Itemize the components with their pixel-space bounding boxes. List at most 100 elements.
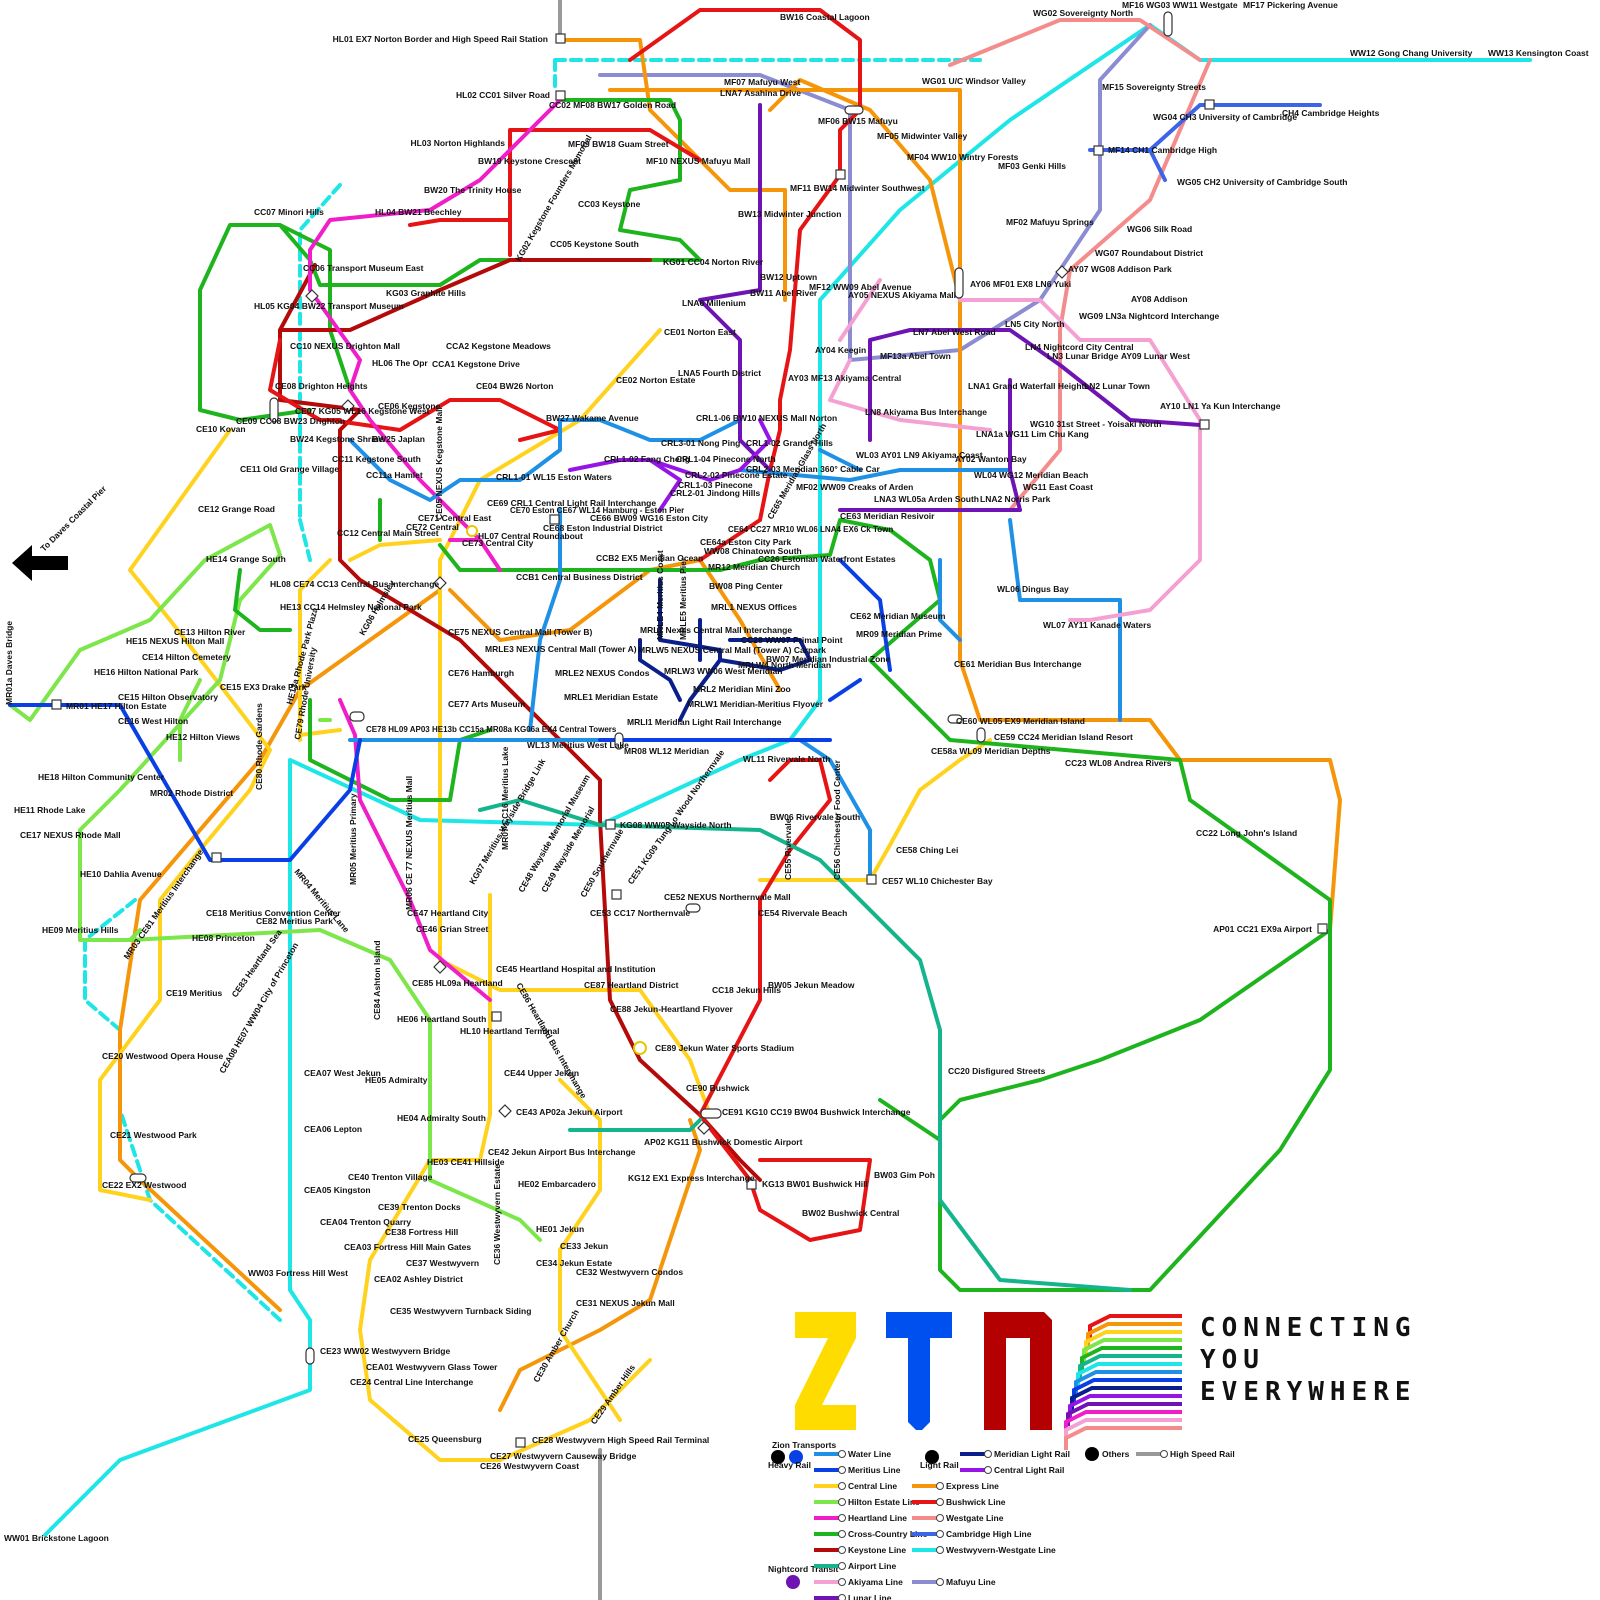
station-ce86[interactable]: CE86 Heartland Bus Interchange	[514, 981, 589, 1100]
station-ce16[interactable]: CE16 West Hilton	[118, 716, 188, 726]
station-ay10[interactable]: AY10 LN1 Ya Kun Interchange	[1160, 401, 1281, 411]
station-ce91[interactable]: CE91 KG10 CC19 BW04 Bushwick Interchange	[722, 1107, 911, 1117]
station-ce27[interactable]: CE27 Westwyvern Causeway Bridge	[490, 1451, 637, 1461]
station-ce02[interactable]: CE02 Norton Estate	[616, 375, 696, 385]
station-crl202b[interactable]: CRL2-02 Pinecone Estate	[685, 470, 788, 480]
station-ce44[interactable]: CE44 Upper Jekun	[504, 1068, 579, 1078]
station-mf04[interactable]: MF04 WW10 Wintry Forests	[907, 152, 1019, 162]
station-ce73[interactable]: CE73 Central City	[462, 538, 534, 548]
station-crl202[interactable]: CRL1-02 Grande Hills	[746, 438, 833, 448]
station-ce51[interactable]: CE51 KG09 Tung Lo Wood Northernvale	[625, 748, 726, 886]
station-mf09[interactable]: MF09 BW18 Guam Street	[568, 139, 669, 149]
station-cc20[interactable]: CC20 Disfigured Streets	[948, 1066, 1046, 1076]
station-ln7[interactable]: LN7 Abel West Road	[913, 327, 996, 337]
station-ch4[interactable]: CH4 Cambridge Heights	[1282, 108, 1380, 118]
station-hl03[interactable]: HL03 Norton Highlands	[411, 138, 506, 148]
station-cc11a[interactable]: CC11a Hamlet	[366, 470, 423, 480]
station-ce09[interactable]: CE09 CC08 BW23 Drighton	[236, 416, 345, 426]
station-bw24[interactable]: BW24 Kegstone Shrine	[290, 434, 384, 444]
station-hl10[interactable]: HL10 Heartland Terminal	[460, 1026, 560, 1036]
station-ce12b[interactable]: CC12 Central Main Street	[337, 528, 439, 538]
station-mrle3[interactable]: MRLE3 NEXUS Central Mall (Tower A)	[485, 644, 637, 654]
interchange-ap02[interactable]	[697, 1121, 711, 1135]
station-ce85[interactable]: CE85 HL09a Heartland	[412, 978, 503, 988]
station-he06[interactable]: HE06 Heartland South	[397, 1014, 486, 1024]
station-crl104[interactable]: CRL1-04 Pinecone North	[676, 454, 776, 464]
station-cc11[interactable]: CC11 Kegstone South	[332, 454, 421, 464]
station-wg11[interactable]: WG11 East Coast	[1023, 482, 1093, 492]
station-kg12[interactable]: KG12 EX1 Express Interchange	[628, 1173, 755, 1183]
station-kg03[interactable]: KG03 Graphite Hills	[386, 288, 466, 298]
interchange-ce52[interactable]	[685, 903, 701, 913]
station-ap01[interactable]: AP01 CC21 EX9a Airport	[1213, 924, 1312, 934]
station-he16[interactable]: HE16 Hilton National Park	[94, 667, 199, 677]
station-bw12[interactable]: BW12 Uptown	[760, 272, 817, 282]
interchange-ce59[interactable]	[976, 727, 986, 743]
station-ce68[interactable]: CE68 Eston Industrial District	[543, 523, 663, 533]
station-ww01[interactable]: WW01 Brickstone Lagoon	[4, 1533, 109, 1543]
station-ccb2[interactable]: CCB2 EX5 Meridian Ocean	[596, 553, 703, 563]
station-ce47[interactable]: CE47 Heartland City	[407, 908, 489, 918]
station-cc28[interactable]: CC28 WW07 Primal Point	[741, 635, 843, 645]
interchange-mr08[interactable]	[614, 732, 624, 750]
station-ce87[interactable]: CE87 Heartland District	[584, 980, 679, 990]
station-ce34[interactable]: CE34 Jekun Estate	[536, 1258, 612, 1268]
interchange-kg13[interactable]	[746, 1179, 757, 1190]
station-bw11[interactable]: BW11 Abel River	[750, 288, 818, 298]
stadium-ce89[interactable]	[633, 1041, 647, 1055]
station-ay04[interactable]: AY04 Keegin	[815, 345, 866, 355]
station-ce22[interactable]: CE22 EX2 Westwood	[102, 1180, 186, 1190]
station-bw08[interactable]: BW08 Ping Center	[709, 581, 783, 591]
interchange-kg08[interactable]	[605, 819, 616, 830]
station-hl05[interactable]: HL05 KG04 BW22 Transport Museum	[254, 301, 404, 311]
station-mr02[interactable]: MR02 Rhode District	[150, 788, 233, 798]
station-lna2[interactable]: LNA2 Norris Park	[980, 494, 1051, 504]
station-hl08[interactable]: HL08 CE74 CC13 Central Bus Interchange	[270, 579, 439, 589]
interchange-wg04[interactable]	[1204, 99, 1215, 110]
station-mf13a[interactable]: MF13a Abel Town	[880, 351, 951, 361]
station-bw27[interactable]: BW27 Wakame Avenue	[546, 413, 639, 423]
station-mr01a[interactable]: MR01a Daves Bridge	[4, 621, 14, 705]
station-mrli1[interactable]: MRLI1 Meridian Light Rail Interchange	[627, 717, 782, 727]
station-ce90[interactable]: CE90 Bushwick	[686, 1083, 750, 1093]
station-mrle4[interactable]: MRLE4 Meritius Coast	[655, 550, 665, 640]
station-ce24[interactable]: CE24 Central Line Interchange	[350, 1377, 474, 1387]
station-ce43[interactable]: CE43 AP02a Jekun Airport	[516, 1107, 623, 1117]
station-ce56[interactable]: CE56 Chichester Food Center	[832, 759, 842, 880]
station-mrlw1[interactable]: MRLW1 Meridian-Meritius Flyover	[687, 699, 824, 709]
station-ce78[interactable]: CE78 HL09 AP03 HE13b CC15a MR08a KG06a E…	[366, 725, 617, 734]
station-ce19[interactable]: CE19 Meritius	[166, 988, 222, 998]
interchange-mr01[interactable]	[51, 699, 62, 710]
station-he10[interactable]: HE10 Dahlia Avenue	[80, 869, 162, 879]
station-ce10[interactable]: CE10 Kovan	[196, 424, 246, 434]
station-mrl2[interactable]: MRL2 Nexus Central Mall Interchange	[640, 625, 792, 635]
station-mrle2[interactable]: MRLE2 NEXUS Condos	[555, 668, 650, 678]
station-ce05[interactable]: CE05 NEXUS Kegstone Mall	[434, 407, 444, 520]
station-ce36[interactable]: CE36 Westwyvern Estate	[492, 1164, 502, 1265]
station-cca2[interactable]: CCA2 Kegstone Meadows	[446, 341, 551, 351]
station-cc10[interactable]: CC10 NEXUS Drighton Mall	[290, 341, 400, 351]
station-ce07[interactable]: CE07 KG05 WL16 Kegstone West	[295, 406, 430, 416]
interchange-ce91[interactable]	[700, 1108, 722, 1119]
station-mr12[interactable]: MR12 Meridian Church	[708, 562, 800, 572]
station-he08[interactable]: HE08 Princeton	[192, 933, 255, 943]
interchange-ce60[interactable]	[947, 714, 963, 724]
station-mf12[interactable]: MF12 WW09 Abel Avenue	[809, 282, 912, 292]
interchange-ce78[interactable]	[349, 711, 365, 722]
station-ce59[interactable]: CE59 CC24 Meridian Island Resort	[994, 732, 1133, 742]
station-ln5[interactable]: LN5 City North	[1005, 319, 1065, 329]
station-mr01[interactable]: MR01 HE17 Hilton Estate	[66, 701, 167, 711]
station-mf07[interactable]: MF07 Mafuyu West	[724, 77, 801, 87]
station-ce31[interactable]: CE31 NEXUS Jekun Mall	[576, 1298, 675, 1308]
station-mr03[interactable]: MR03 CE81 Meritius Interchange	[121, 847, 205, 961]
station-ce42[interactable]: CE42 Jekun Airport Bus Interchange	[488, 1147, 636, 1157]
station-wl11[interactable]: WL11 Rivervale North	[743, 754, 830, 764]
station-crl102[interactable]: CRL1-02 Fang Cheng	[604, 454, 690, 464]
station-ce29[interactable]: CE29 Amber Hills	[588, 1362, 637, 1426]
station-crl301[interactable]: CRL3-01 Nong Ping	[661, 438, 740, 448]
station-wg10[interactable]: WG10 31st Street - Yoisaki North	[1030, 419, 1161, 429]
station-ap02[interactable]: AP02 KG11 Bushwick Domestic Airport	[644, 1137, 803, 1147]
station-wg01[interactable]: WG01 U/C Windsor Valley	[922, 76, 1026, 86]
station-ay09[interactable]: AY09 Lunar West	[1121, 351, 1190, 361]
station-ce11[interactable]: CE11 Old Grange Village	[240, 464, 339, 474]
